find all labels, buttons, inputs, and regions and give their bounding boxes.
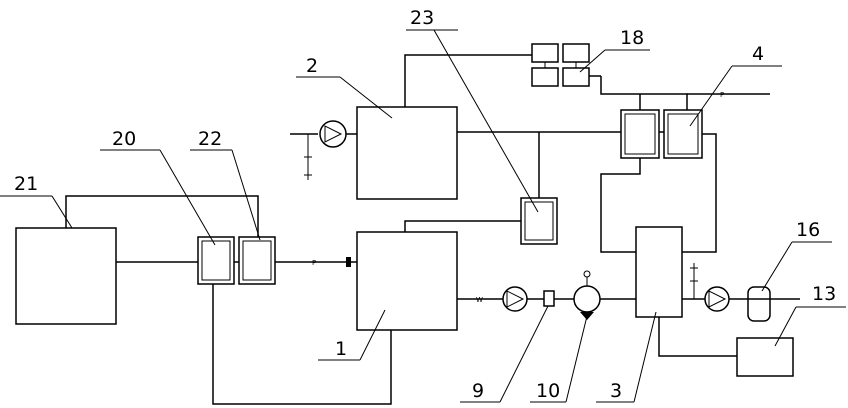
filter-20: [197, 236, 235, 285]
unit-16-tank: [747, 286, 771, 322]
filter-22: [238, 236, 276, 285]
unit-3-box: [635, 226, 683, 318]
mark-p-right: P: [720, 91, 724, 99]
label-13: 13: [812, 283, 836, 305]
label-9: 9: [472, 380, 484, 402]
label-23: 23: [410, 7, 434, 29]
pipe-21-22-top: [65, 195, 259, 237]
pipe-3-13: [658, 317, 737, 357]
pipe-20-1-bottom: [212, 284, 392, 405]
component-10: [573, 285, 601, 313]
mark-p-left: P: [312, 259, 316, 267]
leader-lines: [0, 29, 846, 403]
label-18: 18: [620, 27, 644, 49]
pump-main: [502, 286, 528, 312]
label-21: 21: [14, 173, 38, 195]
controller-18: [531, 43, 590, 87]
unit-1-box: [356, 231, 458, 331]
pipe-4-3-right: [682, 133, 717, 253]
filter-23: [520, 197, 558, 245]
filter-4-right: [663, 109, 703, 159]
label-2: 2: [306, 55, 318, 77]
pump-outlet: [704, 286, 730, 312]
pipe-4-3-left: [600, 158, 641, 253]
unit-2-box: [356, 106, 458, 200]
label-20: 20: [112, 128, 136, 150]
component-9: [543, 290, 555, 307]
unit-13-box: [736, 337, 794, 377]
valve-small: [346, 257, 351, 267]
label-1: 1: [335, 338, 347, 360]
label-10: 10: [536, 380, 560, 402]
unit-21-box: [15, 227, 117, 325]
label-3: 3: [610, 380, 622, 402]
label-16: 16: [796, 219, 820, 241]
pipe-2-18: [404, 54, 532, 107]
pipe-1-23: [404, 220, 521, 232]
label-22: 22: [198, 128, 222, 150]
mark-w-mid: W: [476, 296, 483, 304]
label-4: 4: [752, 43, 764, 65]
filter-4-left: [620, 109, 660, 159]
